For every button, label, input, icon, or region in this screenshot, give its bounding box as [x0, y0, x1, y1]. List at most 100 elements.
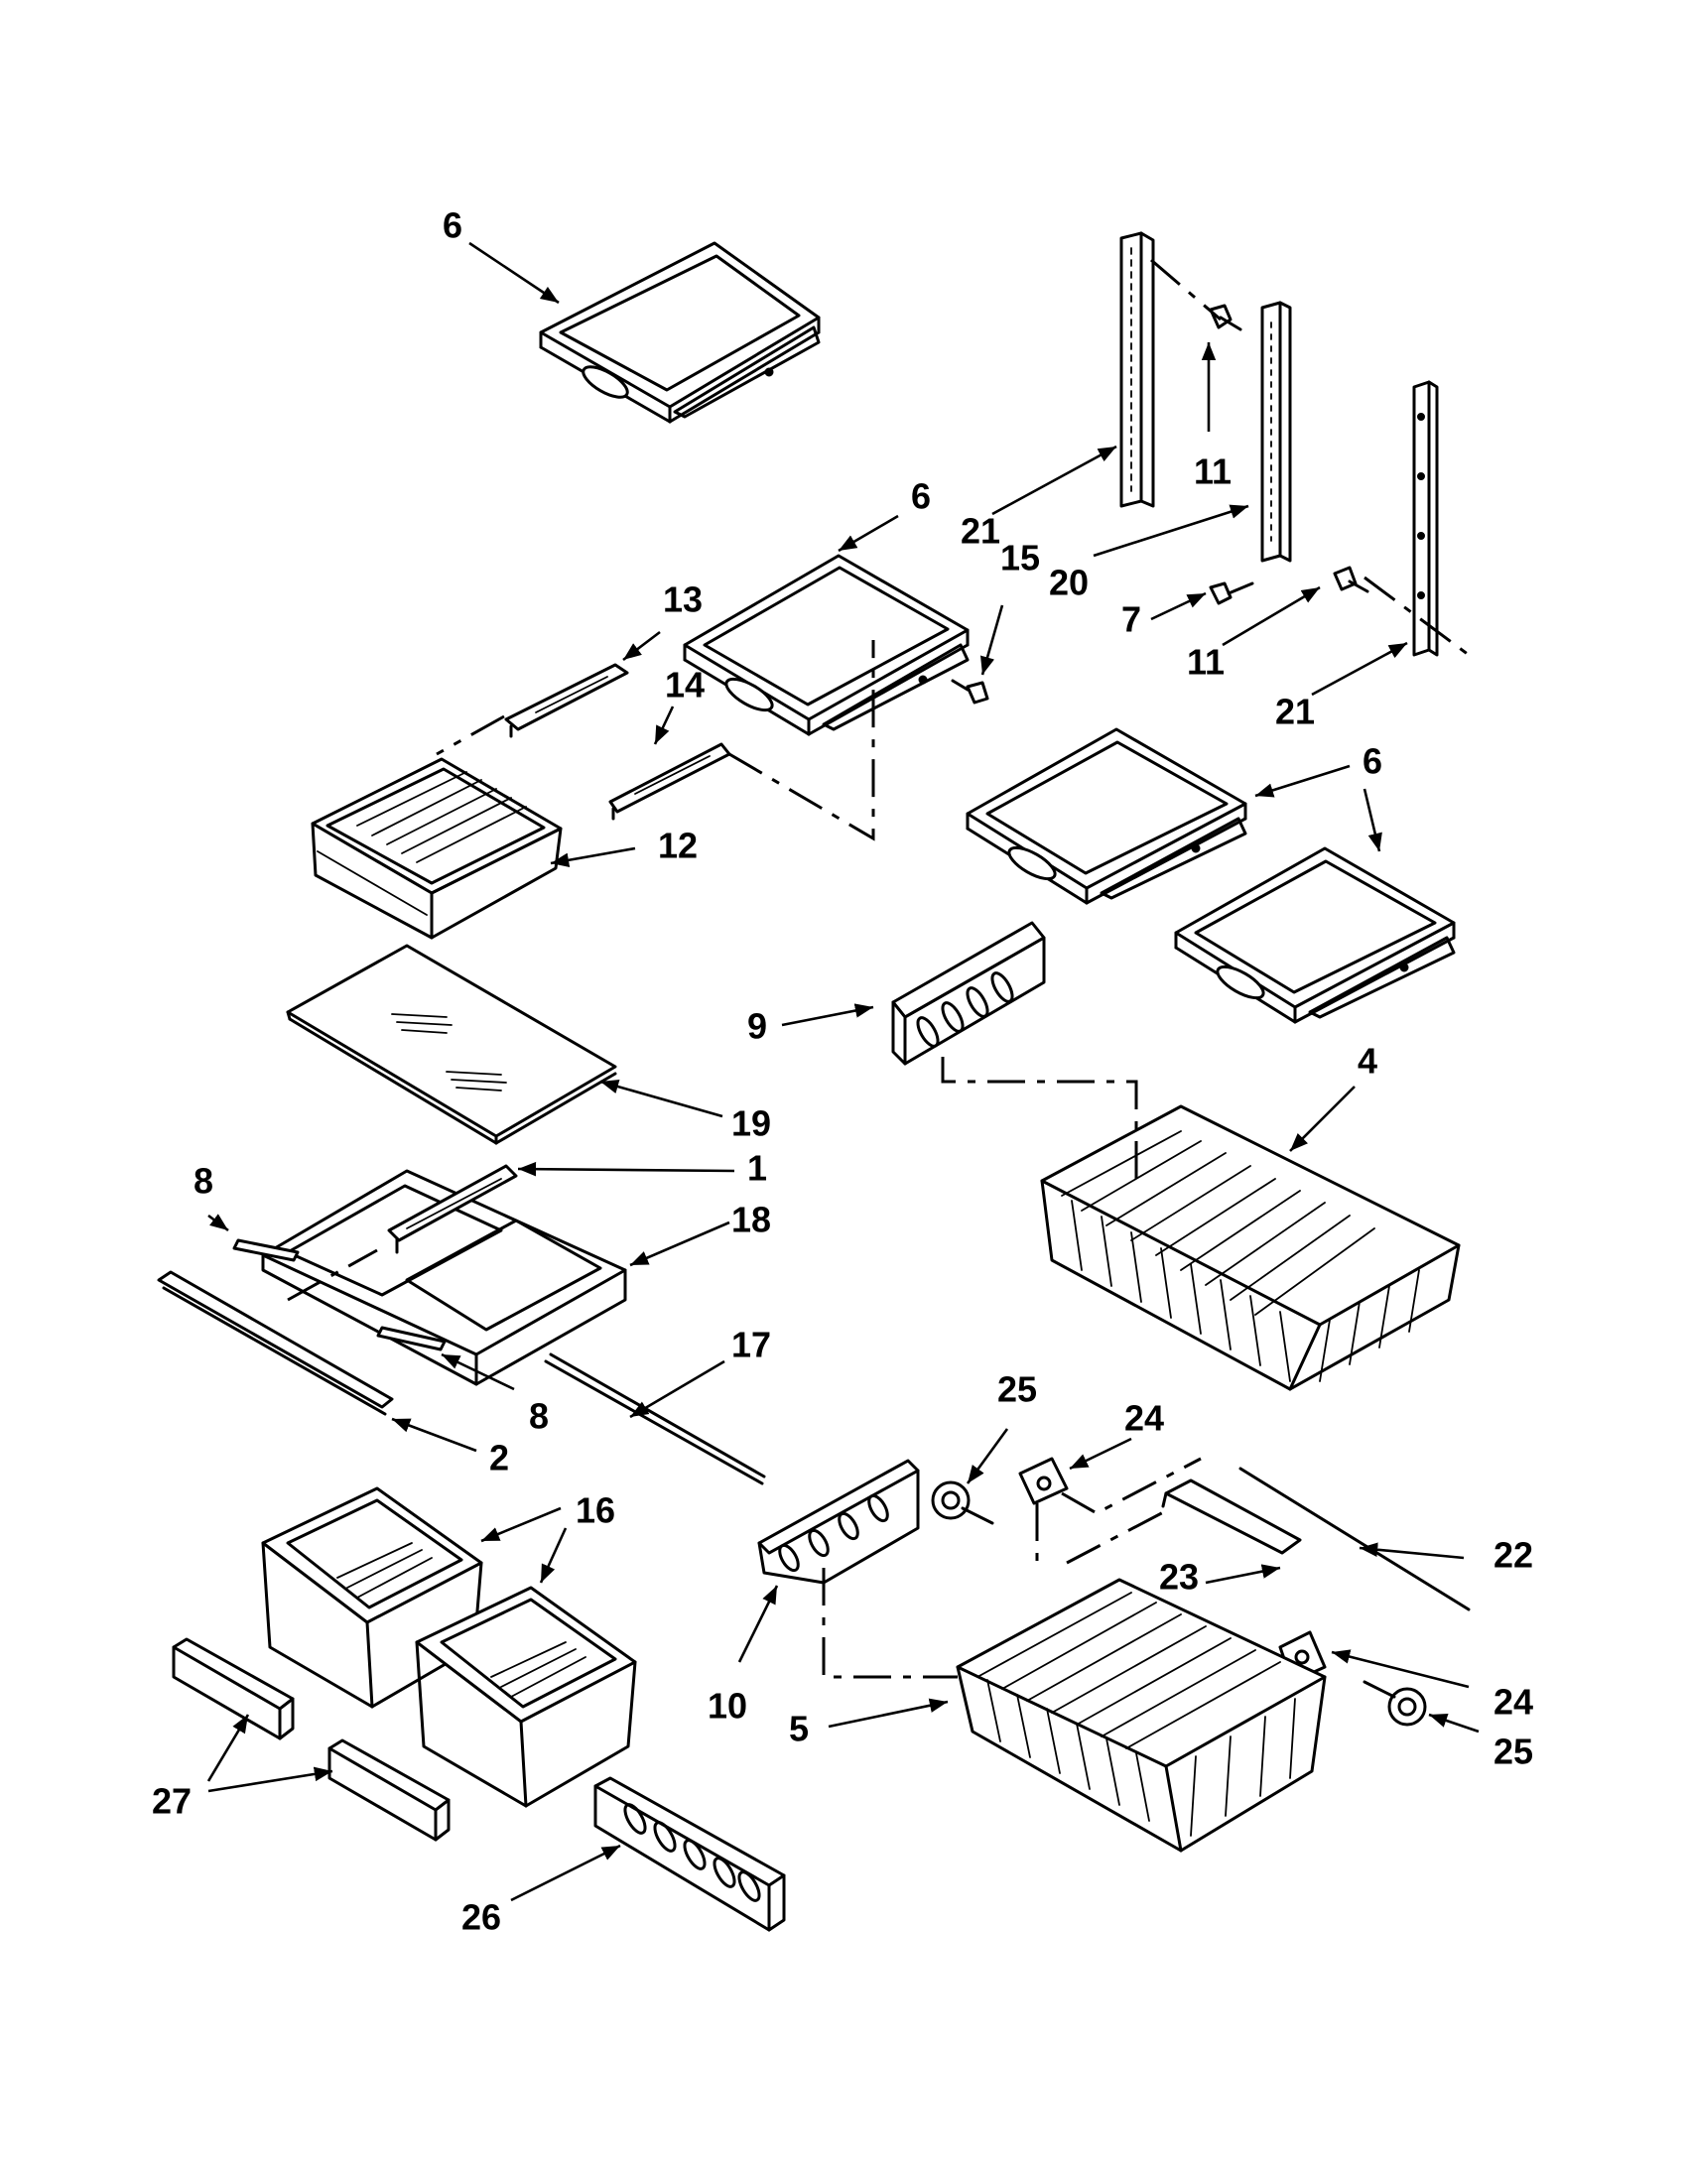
leader-2 — [391, 1417, 477, 1453]
shelf-part-6-right-upper — [966, 727, 1247, 905]
leader-16a — [480, 1506, 562, 1543]
leader-24a — [1069, 1437, 1132, 1471]
leader-4 — [1289, 1086, 1356, 1152]
callout-5: 5 — [789, 1709, 809, 1749]
leader-7 — [1150, 591, 1207, 621]
leader-18 — [629, 1220, 730, 1267]
leader-21a — [991, 445, 1117, 516]
rod-part-17 — [544, 1352, 766, 1485]
leader-20 — [1093, 504, 1249, 558]
callout-13: 13 — [663, 579, 703, 620]
callout-26: 26 — [461, 1897, 501, 1938]
callout-23: 23 — [1159, 1557, 1199, 1598]
leader-1 — [517, 1161, 735, 1177]
screw-part-7 — [1209, 581, 1254, 605]
callout-21-right: 21 — [1275, 692, 1315, 732]
callout-21-left: 21 — [961, 511, 1000, 552]
leader-17 — [629, 1359, 725, 1419]
leader-19 — [599, 1079, 723, 1118]
leader-9 — [781, 1003, 874, 1027]
leader-26 — [510, 1844, 621, 1902]
leader-25b — [1428, 1713, 1480, 1734]
clip-part-8-right — [376, 1326, 447, 1351]
crisper-trim-part-2 — [157, 1270, 394, 1416]
bracket-part-23 — [1161, 1478, 1302, 1555]
leader-27b — [207, 1766, 333, 1793]
crisper-divider-part-1 — [387, 1164, 518, 1254]
crisper-drawer-part-16-left — [261, 1486, 483, 1709]
shelf-rail-20 — [1260, 301, 1292, 563]
screw-part-11-top — [1209, 304, 1242, 331]
leader-5 — [828, 1698, 949, 1729]
callout-6-right-upper: 6 — [1363, 741, 1382, 782]
callout-12: 12 — [658, 826, 698, 866]
leader-11b — [1222, 585, 1321, 647]
leader-15 — [980, 604, 1004, 676]
leader-6b — [838, 514, 899, 553]
drawer-slide-part-14 — [608, 742, 731, 821]
drawer-handle-part-27-left — [172, 1637, 295, 1740]
callout-24-upper: 24 — [1124, 1398, 1164, 1439]
callout-11-top: 11 — [1194, 451, 1232, 492]
leader-13 — [622, 630, 661, 662]
callout-1: 1 — [747, 1148, 767, 1189]
leader-27a — [206, 1714, 250, 1782]
basket-divider-part-10 — [757, 1459, 920, 1585]
leader-10 — [737, 1585, 779, 1663]
callout-8-left: 8 — [194, 1161, 213, 1202]
callout-10: 10 — [708, 1686, 747, 1727]
callout-17: 17 — [731, 1325, 771, 1365]
glass-shelf-part-19 — [286, 944, 617, 1145]
drawer-handle-part-27-right — [327, 1738, 451, 1842]
callout-22: 22 — [1493, 1535, 1533, 1576]
leader-22 — [1359, 1542, 1465, 1560]
callout-labels: 6 6 6 6 21 21 11 11 20 15 7 13 14 12 9 4… — [152, 205, 1533, 1938]
callout-7: 7 — [1121, 599, 1141, 640]
leader-12 — [550, 846, 636, 868]
callout-9: 9 — [747, 1006, 767, 1047]
callout-6-middle: 6 — [911, 476, 931, 517]
screw-part-11-lower — [1333, 566, 1369, 593]
shelf-part-6-top — [539, 241, 821, 424]
meat-drawer-part-12 — [311, 757, 563, 940]
callout-4: 4 — [1358, 1041, 1377, 1082]
callout-19: 19 — [731, 1103, 771, 1144]
callout-27: 27 — [152, 1781, 192, 1822]
callout-25-upper: 25 — [997, 1369, 1037, 1410]
callout-leaders — [206, 241, 1480, 1902]
basket-divider-part-26 — [593, 1776, 786, 1932]
basket-divider-part-9 — [891, 921, 1046, 1066]
crisper-cover-frame-part-18 — [261, 1169, 627, 1386]
shelf-part-6-middle — [683, 554, 970, 736]
gear-part-25-lower — [1363, 1680, 1427, 1727]
shelf-rail-21-right — [1412, 380, 1439, 657]
assembly-guides — [287, 258, 1470, 1679]
callout-16: 16 — [576, 1490, 615, 1531]
leader-6d — [1363, 788, 1382, 852]
clip-part-8-left — [232, 1238, 300, 1262]
crisper-drawer-part-16-right — [415, 1586, 637, 1808]
leader-6a — [468, 241, 560, 305]
leader-6c — [1254, 764, 1351, 798]
gear-part-25-upper — [931, 1480, 994, 1525]
leader-24b — [1331, 1649, 1470, 1689]
wire-basket-part-4 — [1040, 1104, 1461, 1391]
bracket-part-24-upper — [1018, 1457, 1069, 1505]
leader-8a — [207, 1214, 229, 1232]
leader-14 — [653, 706, 675, 745]
shelf-rail-21-left — [1119, 231, 1155, 508]
callout-18: 18 — [731, 1200, 771, 1240]
leader-16b — [539, 1527, 568, 1584]
callout-15: 15 — [1000, 538, 1040, 578]
callout-11-lower: 11 — [1187, 642, 1225, 683]
callout-2: 2 — [489, 1438, 509, 1478]
drawer-slide-part-13 — [504, 663, 629, 738]
rod-part-22 — [1238, 1467, 1471, 1611]
leader-21b — [1311, 641, 1408, 697]
callout-20: 20 — [1049, 563, 1089, 603]
leader-25a — [966, 1428, 1009, 1484]
callout-24-lower: 24 — [1493, 1682, 1533, 1723]
callout-14: 14 — [665, 665, 705, 706]
leader-23 — [1205, 1564, 1281, 1585]
